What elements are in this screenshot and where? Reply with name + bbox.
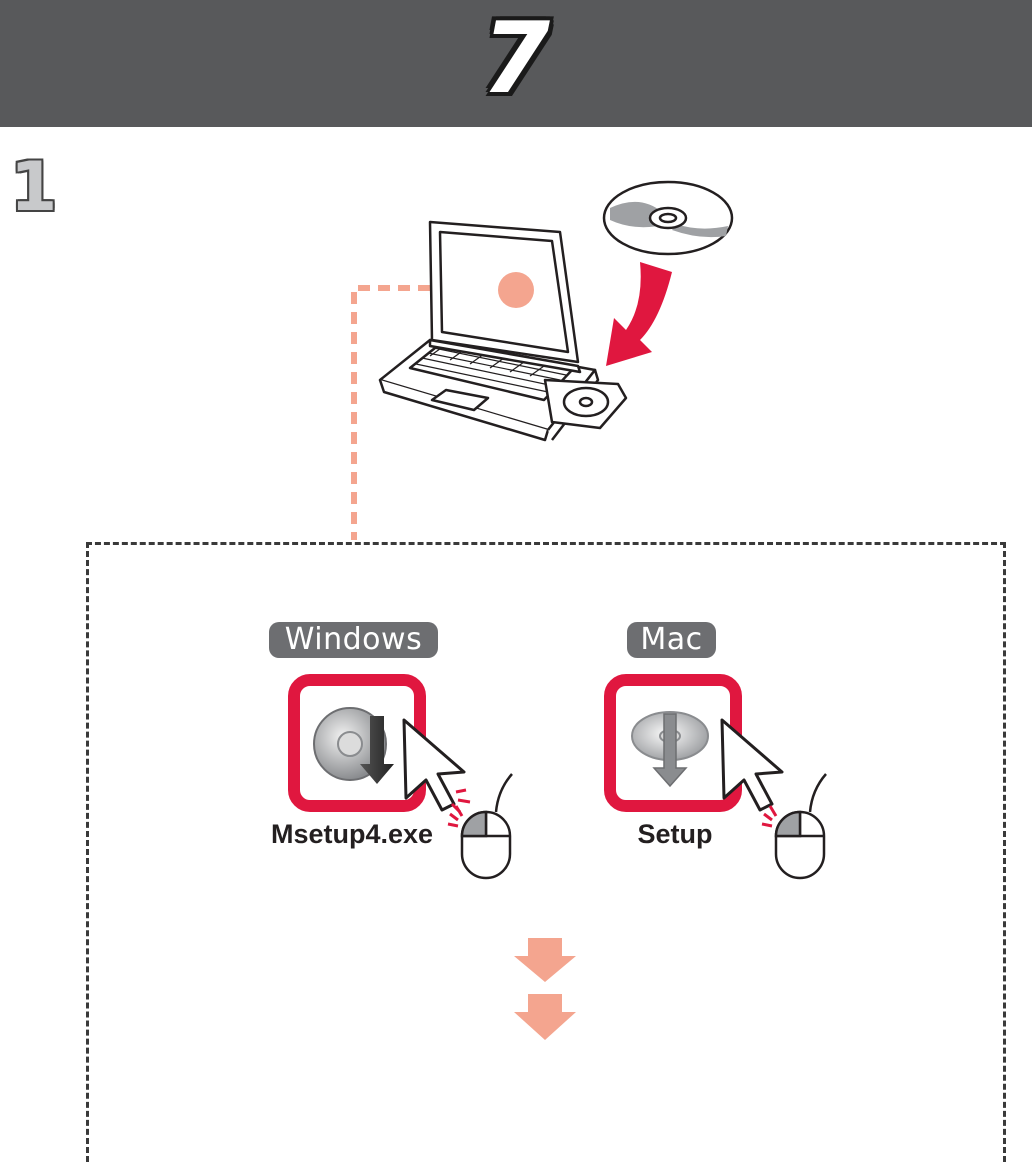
windows-file-label: Msetup4.exe: [262, 818, 442, 850]
screen-dot: [498, 272, 534, 308]
insert-arrow-icon: [606, 262, 672, 366]
detail-frame: [86, 542, 1006, 1162]
laptop-icon: [380, 222, 626, 440]
windows-mouse-icon: [446, 770, 526, 882]
mac-tag: Mac: [627, 622, 716, 658]
next-step-arrows-icon: [510, 936, 580, 1046]
laptop-cd-illustration: [0, 0, 1032, 560]
windows-tag: Windows: [269, 622, 438, 658]
mac-file-label: Setup: [620, 818, 730, 850]
mac-mouse-icon: [760, 770, 840, 882]
cd-icon: [604, 182, 732, 254]
